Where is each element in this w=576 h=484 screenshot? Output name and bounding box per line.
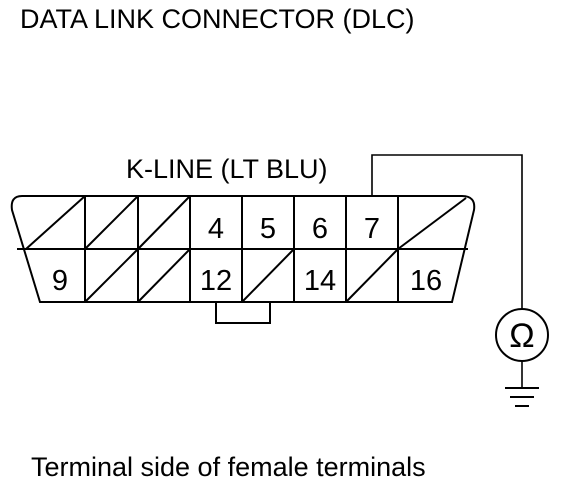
bottom-row-terminal-numbers: 9 12 14 16 — [52, 265, 442, 297]
unused-slash-t2 — [84, 195, 139, 250]
test-lead-wire — [371, 154, 523, 309]
terminal-number: 6 — [312, 213, 328, 245]
terminal-number: 7 — [364, 213, 380, 245]
terminal-number: 5 — [260, 213, 276, 245]
unused-slash-t8 — [397, 197, 467, 250]
unused-slash-b10 — [84, 248, 139, 303]
k-line-wire-label: K-LINE (LT BLU) — [126, 154, 328, 184]
top-row-terminal-numbers: 4 5 6 7 — [208, 213, 380, 245]
terminal-number: 4 — [208, 213, 224, 245]
unused-slash-t1 — [25, 195, 86, 250]
ground-icon — [505, 387, 539, 407]
unused-slash-b15 — [345, 248, 399, 303]
terminal-number: 12 — [200, 265, 232, 297]
unused-terminal-slashes — [25, 195, 467, 303]
page-title: DATA LINK CONNECTOR (DLC) — [20, 4, 415, 34]
ohm-icon: Ω — [509, 317, 534, 355]
connector-lock-tab — [215, 302, 271, 324]
connector-housing — [10, 195, 476, 303]
top-row-separators — [84, 196, 399, 249]
diagram-caption: Terminal side of female terminals — [31, 452, 426, 482]
unused-slash-t3 — [137, 195, 191, 250]
unused-slash-b11 — [137, 248, 191, 303]
terminal-number: 16 — [410, 265, 442, 297]
terminal-number: 14 — [304, 265, 336, 297]
bottom-row-separators — [84, 249, 399, 302]
unused-slash-b13 — [241, 248, 295, 303]
terminal-number: 9 — [52, 265, 68, 297]
